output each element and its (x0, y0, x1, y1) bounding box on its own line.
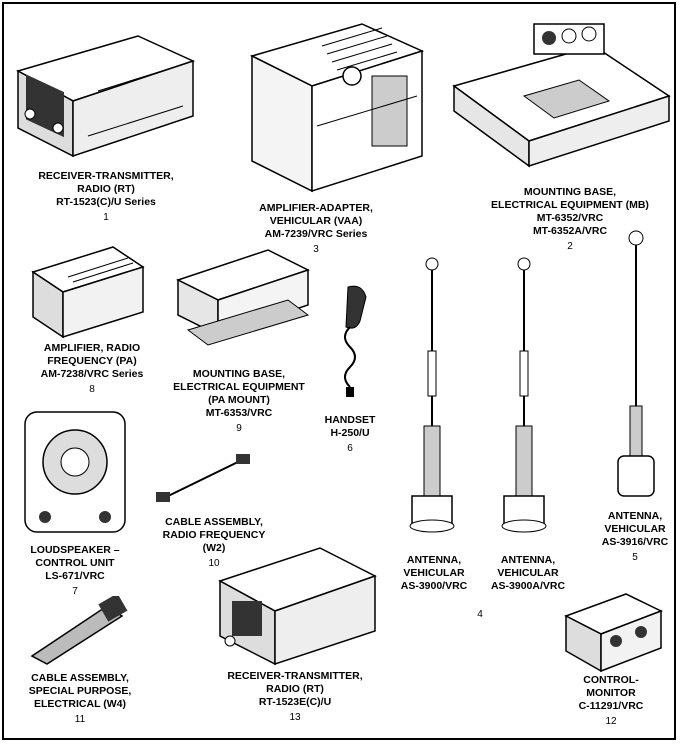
caption-pa-mount: MOUNTING BASE, ELECTRICAL EQUIPMENT (PA … (154, 368, 324, 435)
caption-amplifier-adapter: AMPLIFIER-ADAPTER, VEHICULAR (VAA) AM-72… (226, 202, 406, 256)
caption-line: AS-3900/VRC (400, 580, 468, 592)
caption-handset: HANDSET H-250/U 6 (310, 414, 390, 455)
receiver-transmitter-e-illustration (210, 536, 380, 671)
caption-line: AMPLIFIER-ADAPTER, (259, 202, 373, 214)
caption-line: LS-671/VRC (45, 570, 105, 582)
caption-line: CABLE ASSEMBLY, (165, 516, 263, 528)
item-number: 3 (313, 244, 319, 255)
item-number: 13 (289, 712, 301, 723)
rf-amplifier-illustration (18, 242, 148, 342)
caption-line: (PA MOUNT) (208, 394, 270, 406)
caption-line: VEHICULAR (403, 567, 465, 579)
handset-illustration (330, 282, 380, 402)
caption-line: RT-1523(C)/U Series (56, 196, 156, 208)
item-number: 9 (236, 423, 242, 434)
mounting-base-illustration (444, 16, 674, 181)
caption-line: MONITOR (586, 687, 636, 699)
caption-antennas-number: 4 (470, 606, 490, 621)
caption-line: ELECTRICAL EQUIPMENT (MB) (491, 199, 649, 211)
item-number: 1 (103, 212, 109, 223)
caption-line: ANTENNA, (500, 554, 556, 566)
caption-line: AS-3900A/VRC (490, 580, 566, 592)
caption-line: ANTENNA, (607, 510, 663, 522)
caption-line: VEHICULAR (497, 567, 559, 579)
caption-line: VEHICULAR (VAA) (269, 215, 363, 227)
caption-line: MOUNTING BASE, (523, 186, 617, 198)
caption-line: ELECTRICAL (W4) (34, 698, 126, 710)
caption-line: CABLE ASSEMBLY, (31, 672, 129, 684)
antenna-as3916-illustration (604, 226, 664, 506)
caption-line: RADIO (RT) (77, 183, 135, 195)
caption-line: AM-7239/VRC Series (264, 228, 368, 240)
caption-receiver-transmitter-e: RECEIVER-TRANSMITTER, RADIO (RT) RT-1523… (200, 670, 390, 724)
caption-rf-amplifier: AMPLIFIER, RADIO FREQUENCY (PA) AM-7238/… (12, 342, 172, 396)
antenna-as3900a-illustration (494, 256, 554, 546)
caption-line: RADIO FREQUENCY (162, 529, 266, 541)
caption-line: MT-6352A/VRC (532, 225, 608, 237)
item-number: 4 (477, 609, 483, 620)
caption-line: ELECTRICAL EQUIPMENT (173, 381, 305, 393)
caption-line: CONTROL UNIT (35, 557, 115, 569)
receiver-transmitter-illustration (8, 16, 198, 166)
caption-special-purpose-cable: CABLE ASSEMBLY, SPECIAL PURPOSE, ELECTRI… (10, 672, 150, 726)
item-number: 10 (208, 558, 220, 569)
caption-line: H-250/U (330, 427, 370, 439)
caption-loudspeaker: LOUDSPEAKER – CONTROL UNIT LS-671/VRC 7 (10, 544, 140, 598)
item-number: 8 (89, 384, 95, 395)
caption-line: RECEIVER-TRANSMITTER, (38, 170, 174, 182)
item-number: 11 (74, 714, 86, 725)
caption-rf-cable: CABLE ASSEMBLY, RADIO FREQUENCY (W2) 10 (144, 516, 284, 570)
control-monitor-illustration (556, 586, 666, 676)
pa-mount-illustration (168, 240, 318, 360)
caption-line: HANDSET (324, 414, 376, 426)
caption-antenna-as3900a: ANTENNA, VEHICULAR AS-3900A/VRC (478, 554, 578, 593)
caption-line: MOUNTING BASE, (192, 368, 286, 380)
caption-line: SPECIAL PURPOSE, (28, 685, 132, 697)
caption-line: (W2) (202, 542, 226, 554)
rf-cable-illustration (154, 450, 254, 510)
loudspeaker-illustration (10, 402, 140, 542)
item-number: 2 (567, 241, 573, 252)
caption-mounting-base: MOUNTING BASE, ELECTRICAL EQUIPMENT (MB)… (470, 186, 670, 253)
caption-line: FREQUENCY (PA) (47, 355, 137, 367)
special-purpose-cable-illustration (22, 596, 132, 666)
item-number: 5 (632, 552, 638, 563)
caption-line: RECEIVER-TRANSMITTER, (227, 670, 363, 682)
caption-line: LOUDSPEAKER – (30, 544, 120, 556)
caption-line: AM-7238/VRC Series (40, 368, 144, 380)
caption-line: CONTROL- (583, 674, 639, 686)
caption-line: RT-1523E(C)/U (258, 696, 332, 708)
item-number: 7 (72, 586, 78, 597)
antenna-as3900-illustration (402, 256, 462, 546)
caption-control-monitor: CONTROL- MONITOR C-11291/VRC 12 (556, 674, 666, 728)
amplifier-adapter-illustration (222, 16, 442, 201)
caption-line: VEHICULAR (604, 523, 666, 535)
item-number: 12 (605, 716, 617, 727)
caption-line: MT-6352/VRC (536, 212, 604, 224)
caption-line: RADIO (RT) (266, 683, 324, 695)
caption-line: AMPLIFIER, RADIO (43, 342, 141, 354)
caption-receiver-transmitter: RECEIVER-TRANSMITTER, RADIO (RT) RT-1523… (16, 170, 196, 224)
caption-line: C-11291/VRC (578, 700, 644, 712)
caption-antenna-as3916: ANTENNA, VEHICULAR AS-3916/VRC 5 (590, 510, 680, 564)
caption-line: ANTENNA, (406, 554, 462, 566)
item-number: 6 (347, 443, 353, 454)
caption-antenna-as3900: ANTENNA, VEHICULAR AS-3900/VRC (384, 554, 484, 593)
caption-line: MT-6353/VRC (205, 407, 273, 419)
caption-line: AS-3916/VRC (601, 536, 669, 548)
